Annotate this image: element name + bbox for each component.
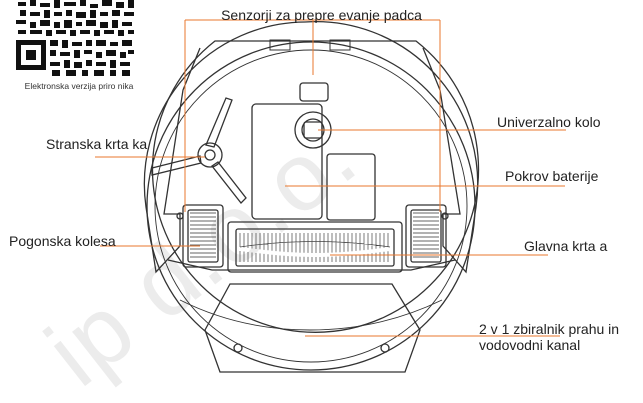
label-cliff-sensors: Senzorji za prepre evanje padca (221, 7, 422, 23)
label-side-brush: Stranska krta ka (46, 136, 148, 152)
label-drive-wheels: Pogonska kolesa (9, 233, 116, 249)
leader-lines (95, 19, 566, 337)
label-dustbin: 2 v 1 zbiralnik prahu in vodovodni kanal (479, 321, 619, 353)
robot-outline (146, 41, 476, 371)
side-brush-drawing (151, 97, 247, 204)
label-dustbin-line2: vodovodni kanal (479, 337, 581, 353)
qr-caption: Elektronska verzija priro nika (24, 81, 134, 91)
label-dustbin-line1: 2 v 1 zbiralnik prahu in (479, 321, 620, 337)
right-drive-wheel (405, 204, 447, 268)
dustbin-drawing (204, 283, 421, 373)
qr-code[interactable] (16, 0, 136, 76)
label-main-brush: Glavna krta a (524, 238, 608, 254)
main-brush-housing (227, 221, 403, 273)
label-battery-cover: Pokrov baterije (505, 168, 599, 184)
main-brush-bristles (239, 233, 391, 262)
label-universal-wheel: Univerzalno kolo (497, 114, 601, 130)
left-drive-wheel (182, 204, 224, 268)
wheel-treads (190, 212, 439, 258)
battery-cover (251, 103, 376, 221)
